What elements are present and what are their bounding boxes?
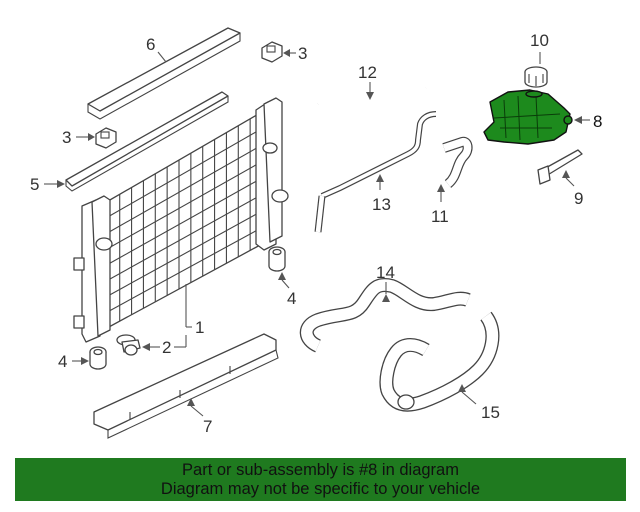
part-5-seal-strip[interactable] (65, 91, 229, 192)
callout-9: 9 (574, 189, 583, 208)
radiator-tube (95, 161, 263, 256)
info-banner: Part or sub-assembly is #8 in diagram Di… (15, 458, 626, 501)
callout-15: 15 (481, 403, 500, 422)
part-12-hose[interactable] (317, 86, 427, 121)
radiator-tube (95, 194, 263, 288)
banner-line-1: Part or sub-assembly is #8 in diagram (182, 461, 459, 479)
callout-11: 11 (431, 207, 449, 226)
part-9-clip[interactable] (537, 149, 583, 185)
part-10-cap[interactable] (524, 66, 548, 88)
radiator-tube (95, 144, 263, 240)
callout-7: 7 (203, 417, 212, 436)
part-3-bracket-lower[interactable] (95, 127, 117, 149)
banner-line-2: Diagram may not be specific to your vehi… (160, 480, 481, 498)
callout-12: 12 (358, 63, 377, 82)
callout-13: 13 (372, 195, 391, 214)
callout-6: 6 (146, 35, 155, 54)
part-15-hose[interactable] (379, 311, 500, 412)
part-7-deflector[interactable] (93, 333, 279, 439)
part-8-coolant-reservoir[interactable] (483, 89, 573, 145)
part-4-mount-upper[interactable] (268, 246, 286, 272)
radiator-tube (95, 227, 263, 319)
part-14-hose[interactable] (299, 278, 471, 353)
parts-diagram: 6 3 5 3 1 (30, 27, 602, 439)
callout-8: 8 (593, 112, 602, 131)
radiator-tube (95, 177, 263, 272)
part-2-bolt[interactable] (116, 334, 141, 356)
callout-3-lower: 3 (62, 128, 71, 147)
part-4-mount-lower[interactable] (89, 346, 107, 370)
part-1-radiator[interactable] (73, 97, 289, 343)
part-11-hose[interactable] (442, 136, 473, 188)
part-3-bracket-upper[interactable] (261, 41, 283, 63)
callout-3-upper: 3 (298, 44, 307, 63)
callout-4-lower: 4 (58, 352, 67, 371)
callout-5: 5 (30, 175, 39, 194)
callout-1: 1 (195, 318, 204, 337)
part-6-seal-strip[interactable] (87, 27, 241, 120)
callout-10: 10 (530, 31, 549, 50)
callout-2: 2 (162, 338, 171, 357)
callout-4-upper: 4 (287, 289, 296, 308)
callout-14: 14 (376, 263, 395, 282)
radiator-tube (95, 210, 263, 303)
part-13-tube[interactable] (314, 111, 437, 233)
radiator-tube (95, 128, 263, 225)
